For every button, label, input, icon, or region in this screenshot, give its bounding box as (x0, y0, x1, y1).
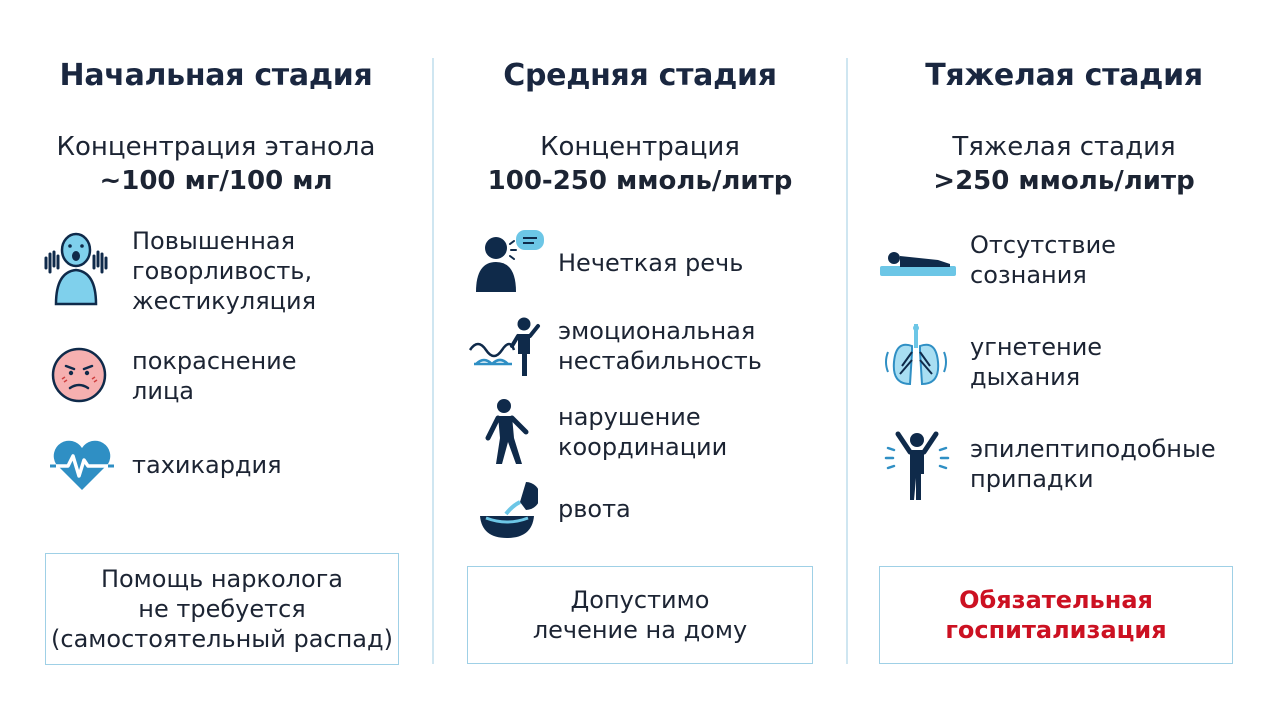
lying-person-icon (880, 252, 956, 276)
heart-pulse-icon (50, 440, 114, 490)
symptom-label: эмоциональная нестабильность (558, 317, 762, 375)
symptom-item: Повышенная говорливость, жестикуляция (44, 227, 424, 328)
shouting-person-icon (44, 232, 108, 306)
symptom-item: угнетение дыхания (882, 322, 1272, 392)
symptom-label: Повышенная говорливость, жестикуляция (132, 227, 317, 315)
mood-swing-icon (468, 317, 540, 376)
symptom-label: покраснение лица (132, 347, 297, 405)
symptom-label: эпилептиподобные припадки (970, 435, 1216, 493)
treatment-note: Обязательная госпитализация (879, 566, 1233, 664)
treatment-note: Допустимо лечение на дому (467, 566, 813, 664)
symptom-label: нарушение координации (558, 403, 728, 461)
symptom-item: тахикардия (50, 440, 430, 494)
lungs-icon (885, 324, 947, 386)
stage-column-middle: Средняя стадия Концентрация 100-250 ммол… (434, 0, 846, 720)
symptom-label: Нечеткая речь (558, 249, 744, 277)
symptom-label: угнетение дыхания (970, 333, 1103, 391)
symptom-item: эмоциональная нестабильность (468, 314, 838, 380)
stage-title: Начальная стадия (59, 58, 373, 93)
concentration-label: Тяжелая стадия (952, 132, 1176, 162)
symptom-label: рвота (558, 495, 631, 523)
speaking-person-icon (476, 230, 544, 292)
column-divider (846, 58, 848, 664)
concentration-value: >250 ммоль/литр (933, 166, 1195, 196)
treatment-note: Помощь нарколога не требуется (самостоят… (45, 553, 399, 665)
vomit-bowl-icon (480, 482, 538, 538)
stage-concentration: Концентрация этанола ~100 мг/100 мл (0, 130, 432, 198)
stage-title: Тяжелая стадия (925, 58, 1203, 93)
symptom-item: Нечеткая речь (474, 228, 834, 294)
symptom-item: покраснение лица (50, 346, 430, 410)
symptom-label: тахикардия (132, 451, 282, 479)
column-divider (432, 58, 434, 664)
staggering-person-icon (485, 399, 529, 464)
red-face-icon (51, 347, 107, 403)
symptom-label: Отсутствие сознания (970, 231, 1116, 289)
symptom-item: рвота (476, 480, 836, 540)
concentration-value: 100-250 ммоль/литр (487, 166, 793, 196)
stage-column-initial: Начальная стадия Концентрация этанола ~1… (0, 0, 432, 720)
symptom-item: Отсутствие сознания (878, 230, 1268, 294)
concentration-value: ~100 мг/100 мл (99, 166, 333, 196)
symptom-item: эпилептиподобные припадки (884, 428, 1280, 502)
stage-concentration: Тяжелая стадия >250 ммоль/литр (848, 130, 1280, 198)
stage-concentration: Концентрация 100-250 ммоль/литр (434, 130, 846, 198)
concentration-label: Концентрация этанола (56, 132, 376, 162)
stage-column-severe: Тяжелая стадия Тяжелая стадия >250 ммоль… (848, 0, 1280, 720)
symptom-item: нарушение координации (484, 398, 844, 468)
concentration-label: Концентрация (540, 132, 740, 162)
seizure-person-icon (884, 431, 950, 500)
stage-title: Средняя стадия (503, 58, 777, 93)
